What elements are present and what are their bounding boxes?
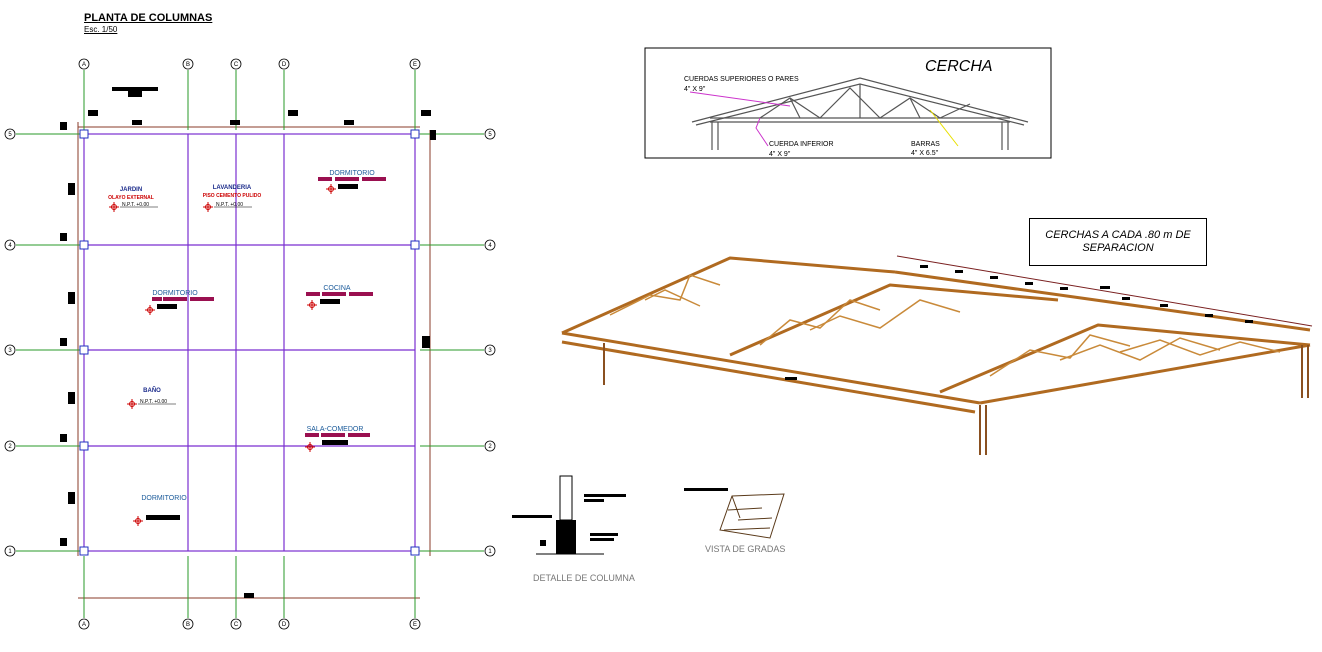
truss-top-chord-size: 4" X 9"	[684, 86, 706, 93]
axis-bottom-label-d: D	[282, 622, 287, 628]
truss-bottom-chord-label: CUERDA INFERIOR	[769, 141, 834, 148]
column-plan: A B C D E A B C D E 5 4 3 2 1 5 4 3 2 1 …	[4, 58, 496, 630]
level-marker	[145, 305, 155, 315]
truss-bars-size: 4" X 6.5"	[911, 150, 939, 157]
axis-left-label-4: 4	[8, 243, 12, 249]
room-name-bano: BAÑO	[143, 387, 161, 394]
stairs-view-caption: VISTA DE GRADAS	[705, 544, 786, 554]
axis-top-c	[230, 58, 242, 70]
level-marker	[109, 202, 119, 212]
axis-top-a	[78, 58, 90, 70]
stairs-view	[684, 488, 785, 539]
room-name-lavanderia: LAVANDERIA	[213, 185, 252, 191]
axis-right-label-1: 1	[488, 549, 492, 555]
plan-scale: Esc. 1/50	[84, 25, 118, 34]
axis-top-d	[278, 58, 290, 70]
room-level-bano: N.P.T. +0.00	[140, 399, 167, 405]
level-marker	[133, 516, 143, 526]
axis-bottom-label-b: B	[186, 622, 190, 628]
axis-right-label-4: 4	[488, 243, 492, 249]
spacing-note-line1: CERCHAS A CADA .80 m DE	[1045, 229, 1191, 241]
truss-bottom-chord-size: 4" X 9"	[769, 151, 791, 158]
axis-bottom-a	[78, 618, 90, 630]
level-marker	[127, 399, 137, 409]
room-name-sala-comedor: SALA-COMEDOR	[307, 426, 364, 433]
room-name-jardin: JARDIN	[120, 187, 142, 193]
axis-bottom-e	[409, 618, 421, 630]
axis-bottom-d	[278, 618, 290, 630]
axis-bottom-label-e: E	[413, 622, 417, 628]
column-detail	[512, 475, 626, 555]
level-marker	[307, 300, 317, 310]
axis-bottom-b	[182, 618, 194, 630]
plan-title: PLANTA DE COLUMNAS	[84, 12, 213, 24]
room-level-jardin: N.P.T. +0.00	[122, 202, 149, 208]
axis-top-label-b: B	[186, 62, 190, 68]
axis-top-label-d: D	[282, 62, 287, 68]
truss-title: CERCHA	[925, 58, 993, 75]
truss-elevation: CUERDAS SUPERIORES O PARES 4" X 9" CUERD…	[644, 47, 1052, 159]
axis-left-label-1: 1	[8, 549, 12, 555]
axis-top-label-e: E	[413, 62, 417, 68]
truss-bars-label: BARRAS	[911, 141, 940, 148]
axis-right-label-5: 5	[488, 132, 492, 138]
room-name-dormitorio-2: DORMITORIO	[152, 290, 198, 297]
roof-trusses-3d	[561, 255, 1313, 455]
axis-right-label-3: 3	[488, 348, 492, 354]
column-detail-caption: DETALLE DE COLUMNA	[533, 573, 635, 583]
level-marker	[326, 184, 336, 194]
axis-top-label-c: C	[234, 62, 239, 68]
truss-top-chord-label: CUERDAS SUPERIORES O PARES	[684, 76, 799, 83]
axis-left-label-2: 2	[8, 444, 12, 450]
axis-bottom-c	[230, 618, 242, 630]
axis-left-label-3: 3	[8, 348, 12, 354]
room-sub-lavanderia: PISO CEMENTO PULIDO	[203, 193, 262, 199]
axis-top-b	[182, 58, 194, 70]
spacing-note-line2: SEPARACION	[1082, 242, 1154, 254]
axis-top-e	[409, 58, 421, 70]
room-sub-jardin: OLAYO EXTERNAL	[108, 195, 154, 201]
axis-bottom-label-c: C	[234, 622, 239, 628]
level-marker	[305, 442, 315, 452]
axis-top-label-a: A	[82, 62, 86, 68]
room-level-lavanderia: N.P.T. +0.00	[216, 202, 243, 208]
room-name-dormitorio-1: DORMITORIO	[329, 170, 375, 177]
room-name-cocina: COCINA	[323, 285, 351, 292]
level-marker	[203, 202, 213, 212]
axis-bottom-label-a: A	[82, 622, 86, 628]
spacing-note-box: CERCHAS A CADA .80 m DE SEPARACION	[1029, 218, 1207, 266]
axis-right-label-2: 2	[488, 444, 492, 450]
room-name-dormitorio-3: DORMITORIO	[141, 495, 187, 502]
axis-left-label-5: 5	[8, 132, 12, 138]
